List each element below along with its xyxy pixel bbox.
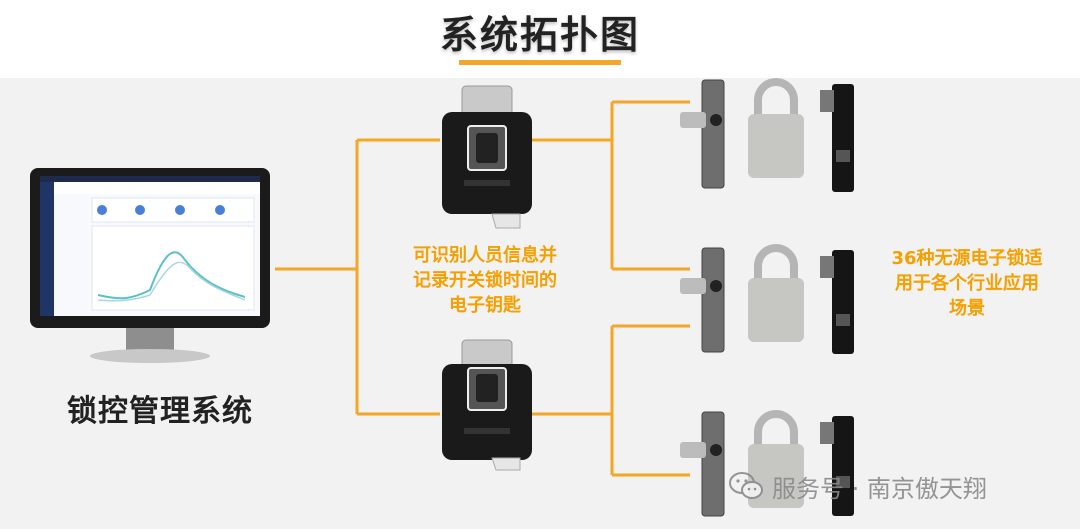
system-label: 锁控管理系统 [67, 394, 253, 429]
handle-lock-icon [820, 416, 854, 516]
lock-caption-line: 36种无源电子锁适 [891, 248, 1043, 269]
lock-caption: 36种无源电子锁适 用于各个行业应用 场景 [867, 246, 1067, 321]
watermark: 服务号 · 南京傲天翔 [728, 466, 987, 506]
electronic-key-icon [442, 85, 532, 229]
watermark-text: 服务号 · 南京傲天翔 [772, 474, 987, 503]
padlock-icon [748, 78, 804, 178]
padlock-icon [748, 244, 804, 342]
key-caption-line: 记录开关锁时间的 [413, 270, 557, 291]
diagram-title: 系统拓扑图 [439, 13, 640, 57]
wechat-icon [729, 472, 763, 499]
handle-lock-icon [820, 84, 854, 192]
key-caption: 可识别人员信息并 记录开关锁时间的 电子钥匙 [385, 243, 585, 318]
connector-lines [275, 100, 690, 477]
lock-caption-line: 用于各个行业应用 [895, 273, 1039, 294]
monitor-icon [30, 168, 270, 363]
cabinet-lock-icon [680, 411, 725, 517]
title-underline [459, 60, 621, 65]
key-caption-line: 可识别人员信息并 [413, 245, 557, 266]
handle-lock-icon [820, 250, 854, 354]
electronic-key-icon [442, 339, 532, 471]
cabinet-lock-icon [680, 247, 725, 353]
key-caption-line: 电子钥匙 [449, 295, 521, 316]
lock-caption-line: 场景 [949, 298, 985, 319]
cabinet-lock-icon [680, 79, 725, 189]
